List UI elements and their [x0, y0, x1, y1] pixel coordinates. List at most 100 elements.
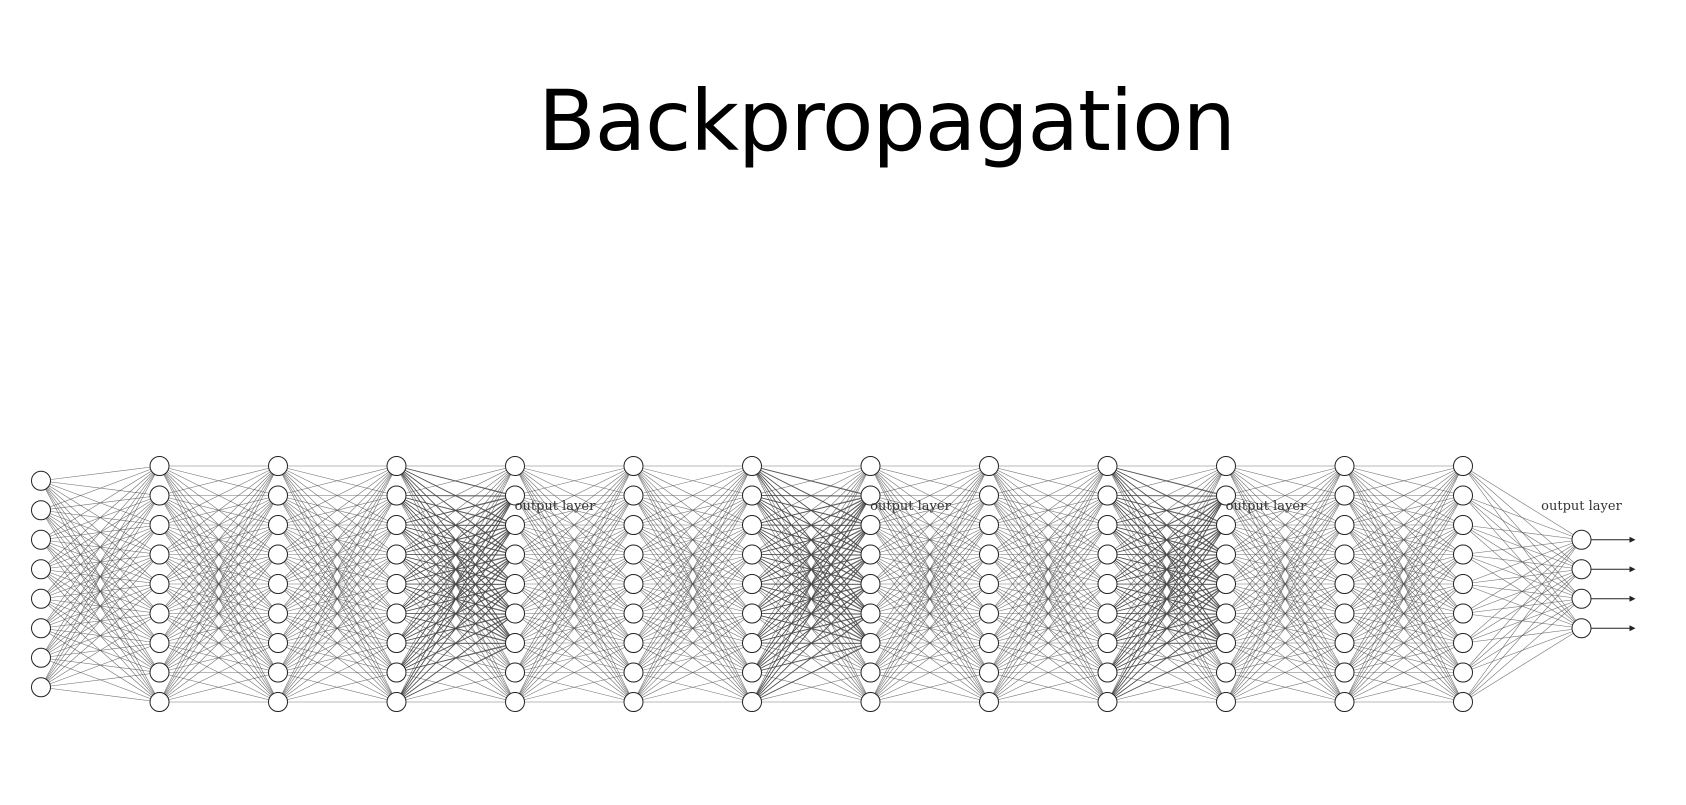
edge [514, 465, 634, 496]
neuron [149, 574, 170, 594]
edge [1107, 613, 1227, 703]
edge [396, 584, 516, 703]
edge [1225, 642, 1345, 703]
edge [514, 642, 634, 703]
edge [1107, 495, 1227, 585]
edge [1225, 465, 1345, 585]
neuron [505, 456, 525, 476]
neuron [1571, 559, 1592, 580]
edge [40, 465, 160, 482]
edge [633, 465, 753, 496]
neuron [268, 662, 288, 683]
edge [870, 465, 990, 496]
neuron [979, 603, 999, 624]
neuron [860, 485, 881, 506]
edge [1107, 554, 1227, 703]
edge [277, 465, 397, 555]
neuron [979, 515, 999, 535]
neuron [505, 544, 525, 565]
neuron [742, 485, 762, 506]
edge [751, 584, 871, 703]
edge [870, 465, 990, 555]
edge [159, 465, 279, 585]
neuron [1453, 692, 1473, 712]
neuron [1334, 485, 1355, 506]
output-arrow-head [1629, 595, 1636, 602]
edge [870, 465, 990, 703]
edge [396, 496, 516, 703]
edge [988, 583, 1108, 703]
edge [159, 583, 279, 703]
edge [988, 642, 1108, 703]
neuron [860, 633, 881, 653]
edge [1344, 465, 1464, 614]
edge [1462, 524, 1582, 541]
neuron [742, 692, 762, 712]
edge [633, 613, 753, 703]
edge [40, 495, 160, 688]
edge [988, 554, 1108, 703]
edge [159, 672, 279, 703]
neuron [505, 485, 525, 506]
edge [988, 672, 1108, 703]
edge [1344, 524, 1464, 703]
neuron [1216, 662, 1236, 683]
edge [751, 525, 871, 703]
edge [988, 465, 1108, 673]
neuron [979, 485, 999, 506]
edge [1344, 465, 1464, 496]
edge [396, 495, 516, 555]
edge [1107, 495, 1227, 614]
edge [396, 525, 516, 703]
neuron [1216, 574, 1236, 594]
edge [1344, 465, 1464, 555]
neuron [1571, 618, 1592, 639]
neuron [1097, 574, 1118, 594]
neuron [1453, 456, 1473, 476]
edge [514, 613, 634, 703]
neuron [623, 603, 644, 624]
edge [870, 495, 990, 703]
edge [159, 465, 279, 496]
neuron [979, 633, 999, 653]
edge [988, 524, 1108, 703]
edge [1225, 465, 1345, 614]
edge [40, 465, 160, 541]
edge [1225, 465, 1345, 555]
edge [514, 465, 634, 673]
neuron [31, 588, 51, 609]
neuron [623, 692, 644, 712]
edge [633, 465, 753, 644]
neuron [1216, 692, 1236, 712]
network-edges [40, 465, 1582, 703]
edge [870, 524, 990, 703]
edge [514, 465, 634, 644]
neuron [386, 692, 407, 712]
neuron [386, 515, 407, 535]
neuron [1097, 544, 1118, 565]
edge [40, 465, 160, 570]
edge [396, 495, 516, 585]
neuron [623, 485, 644, 506]
edge [633, 495, 753, 703]
neuron [505, 603, 525, 624]
neuron [149, 692, 170, 712]
edge [40, 672, 160, 688]
neuron [386, 544, 407, 565]
edge [988, 613, 1108, 703]
neuron [505, 633, 525, 653]
neuron [1453, 544, 1473, 565]
edge [159, 465, 279, 703]
neuron [860, 544, 881, 565]
edge [1225, 465, 1345, 644]
edge [870, 465, 990, 614]
layer-label: output layer [1226, 499, 1307, 514]
edge [1344, 613, 1464, 703]
neuron [979, 662, 999, 683]
edge [1107, 643, 1227, 703]
neuron [149, 515, 170, 535]
neuron [268, 633, 288, 653]
neuron [1453, 515, 1473, 535]
edge [277, 554, 397, 703]
